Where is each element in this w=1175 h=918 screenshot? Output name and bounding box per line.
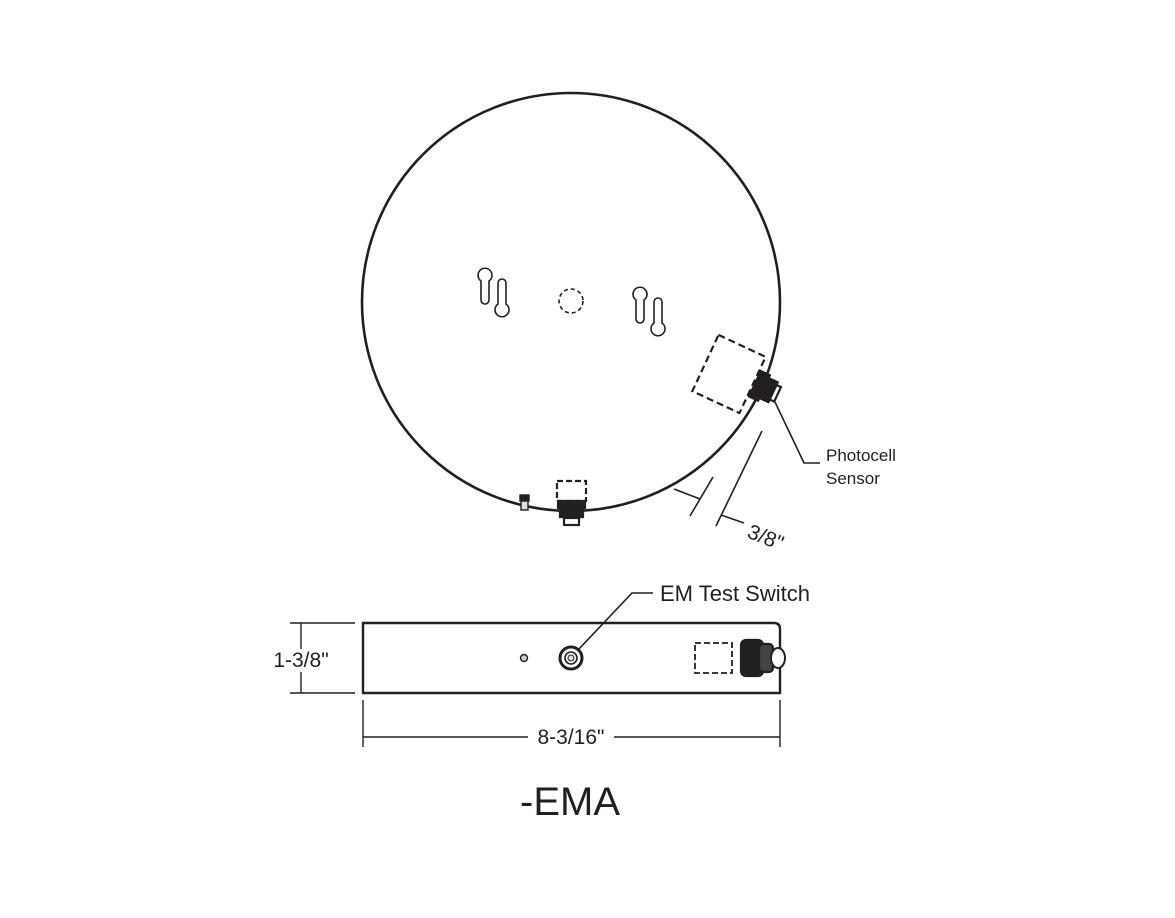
- photocell-housing-dashed: [690, 333, 768, 415]
- top-view: 3/8" Photocell Sensor: [360, 91, 896, 555]
- test-switch-label: EM Test Switch: [660, 581, 810, 606]
- keyhole-slot-right-2: [650, 297, 666, 337]
- keyhole-slot-right-1: [632, 286, 648, 324]
- photocell-label-line1: Photocell: [826, 446, 896, 465]
- photocell-sensor-icon: [747, 369, 783, 404]
- offset-dimension: [673, 430, 763, 527]
- fixture-side-profile: [361, 621, 782, 695]
- test-switch-icon: [558, 645, 584, 671]
- fixture-housing-circle: [360, 91, 782, 513]
- side-screw-dot: [519, 653, 529, 663]
- height-label-background: [271, 649, 331, 672]
- width-dimension: [362, 700, 781, 747]
- test-switch-leader-line: [577, 592, 653, 651]
- center-knockout-dashed: [558, 288, 584, 314]
- model-title: -EMA: [520, 780, 620, 824]
- test-switch-top-icon: [556, 499, 587, 527]
- side-photocell-housing-dashed: [694, 642, 733, 674]
- photocell-label-line2: Sensor: [826, 469, 880, 488]
- side-view: EM Test Switch 1-3/8" 8-3/16": [271, 581, 810, 749]
- height-dimension-label: 1-3/8": [273, 649, 328, 672]
- test-switch-housing-dashed: [555, 479, 588, 503]
- width-dimension-label: 8-3/16": [538, 726, 605, 749]
- keyhole-slot-left-2: [494, 278, 510, 318]
- screw-icon: [519, 494, 530, 511]
- photocell-leader-line: [774, 401, 820, 464]
- side-photocell-sensor-icon: [739, 638, 786, 678]
- offset-dimension-label: 3/8": [744, 520, 787, 555]
- keyhole-slot-left-1: [477, 267, 493, 305]
